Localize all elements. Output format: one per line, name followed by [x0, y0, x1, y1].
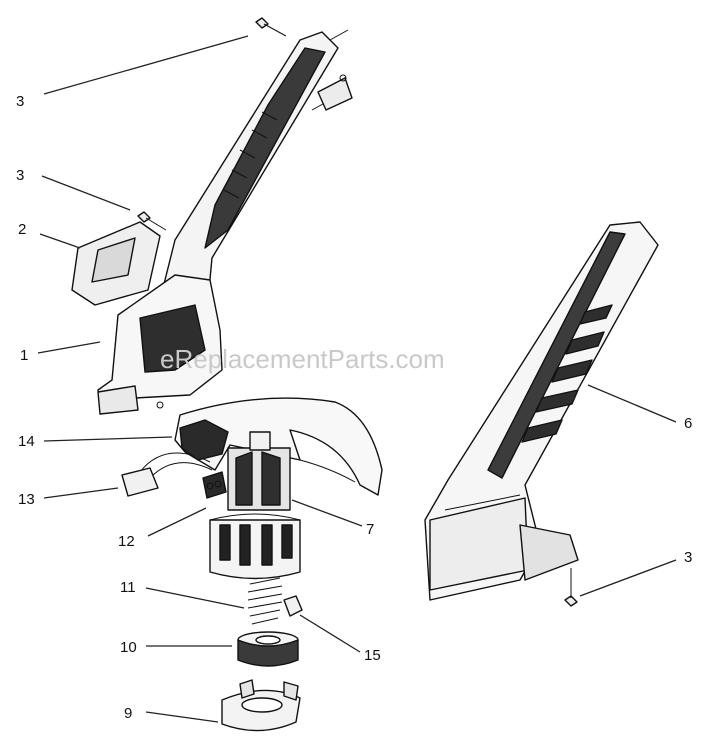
callout-1: 1: [20, 347, 28, 364]
part-11-spring: [247, 577, 283, 625]
leader-1: [37, 341, 101, 354]
part-12-motor: [139, 431, 301, 580]
leader-6: [587, 384, 677, 423]
callout-3-top: 3: [16, 93, 24, 110]
screw-right: [564, 568, 578, 607]
part-13-connector: [121, 467, 159, 497]
leader-3-right: [579, 559, 677, 597]
leader-14: [43, 436, 173, 442]
leader-7: [291, 499, 363, 527]
callout-7: 7: [366, 521, 374, 538]
screw-top: [255, 17, 287, 37]
callout-11: 11: [120, 579, 136, 596]
callout-13: 13: [18, 491, 35, 508]
leader-11: [145, 587, 245, 609]
leader-9: [145, 711, 219, 723]
leader-12: [147, 507, 207, 537]
callout-15: 15: [364, 647, 381, 664]
part-14-switch: [156, 401, 229, 461]
leader-3-top: [43, 35, 249, 95]
callout-3-right: 3: [684, 549, 692, 566]
callout-3-middle: 3: [16, 167, 24, 184]
callout-6: 6: [684, 415, 692, 432]
callout-12: 12: [118, 533, 135, 550]
screw-middle: [137, 211, 167, 231]
part-15-clip: [283, 595, 303, 617]
leader-2: [39, 233, 81, 249]
callout-2: 2: [18, 221, 26, 238]
watermark-text: eReplacementParts.com: [160, 344, 445, 374]
callout-9: 9: [124, 705, 132, 722]
callout-10: 10: [120, 639, 137, 656]
part-10-spool: [237, 631, 299, 667]
part-9-spool-cover: [221, 679, 301, 732]
leader-15: [299, 614, 361, 653]
part-7-guard: [174, 397, 383, 496]
leader-13: [43, 487, 119, 499]
callout-labels: 3 3 2 1 14 13 12 7 11 10 15 9 6 3: [16, 93, 692, 722]
part-1-upper-housing: [97, 29, 353, 415]
part-6-right-housing: [424, 221, 659, 601]
callout-14: 14: [18, 433, 35, 450]
part-2-label-plate: [71, 221, 161, 306]
leader-lines: [37, 35, 677, 723]
leader-3-middle: [41, 175, 131, 211]
